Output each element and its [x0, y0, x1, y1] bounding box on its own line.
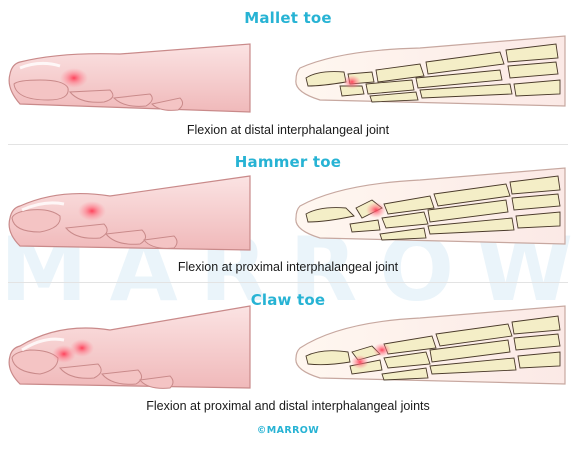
divider: [8, 282, 568, 283]
panel-caption: Flexion at proximal interphalangeal join…: [177, 260, 399, 274]
claw-foot-skin: [8, 305, 251, 389]
brand-logo: ©MARROW: [256, 425, 320, 436]
mallet-foot-bones: [295, 35, 566, 107]
hammer-foot-bones: [295, 167, 566, 245]
claw-foot-bones: [295, 305, 566, 385]
panel-caption: Flexion at proximal and distal interphal…: [146, 399, 430, 413]
hammer-foot-skin: [8, 175, 251, 251]
divider: [8, 144, 568, 145]
panel-title: Mallet toe: [244, 9, 332, 27]
mallet-foot-skin: [8, 43, 251, 113]
panel-caption: Flexion at distal interphalangeal joint: [186, 123, 390, 137]
panel-title: Claw toe: [250, 291, 326, 309]
panel-title: Hammer toe: [234, 153, 342, 171]
